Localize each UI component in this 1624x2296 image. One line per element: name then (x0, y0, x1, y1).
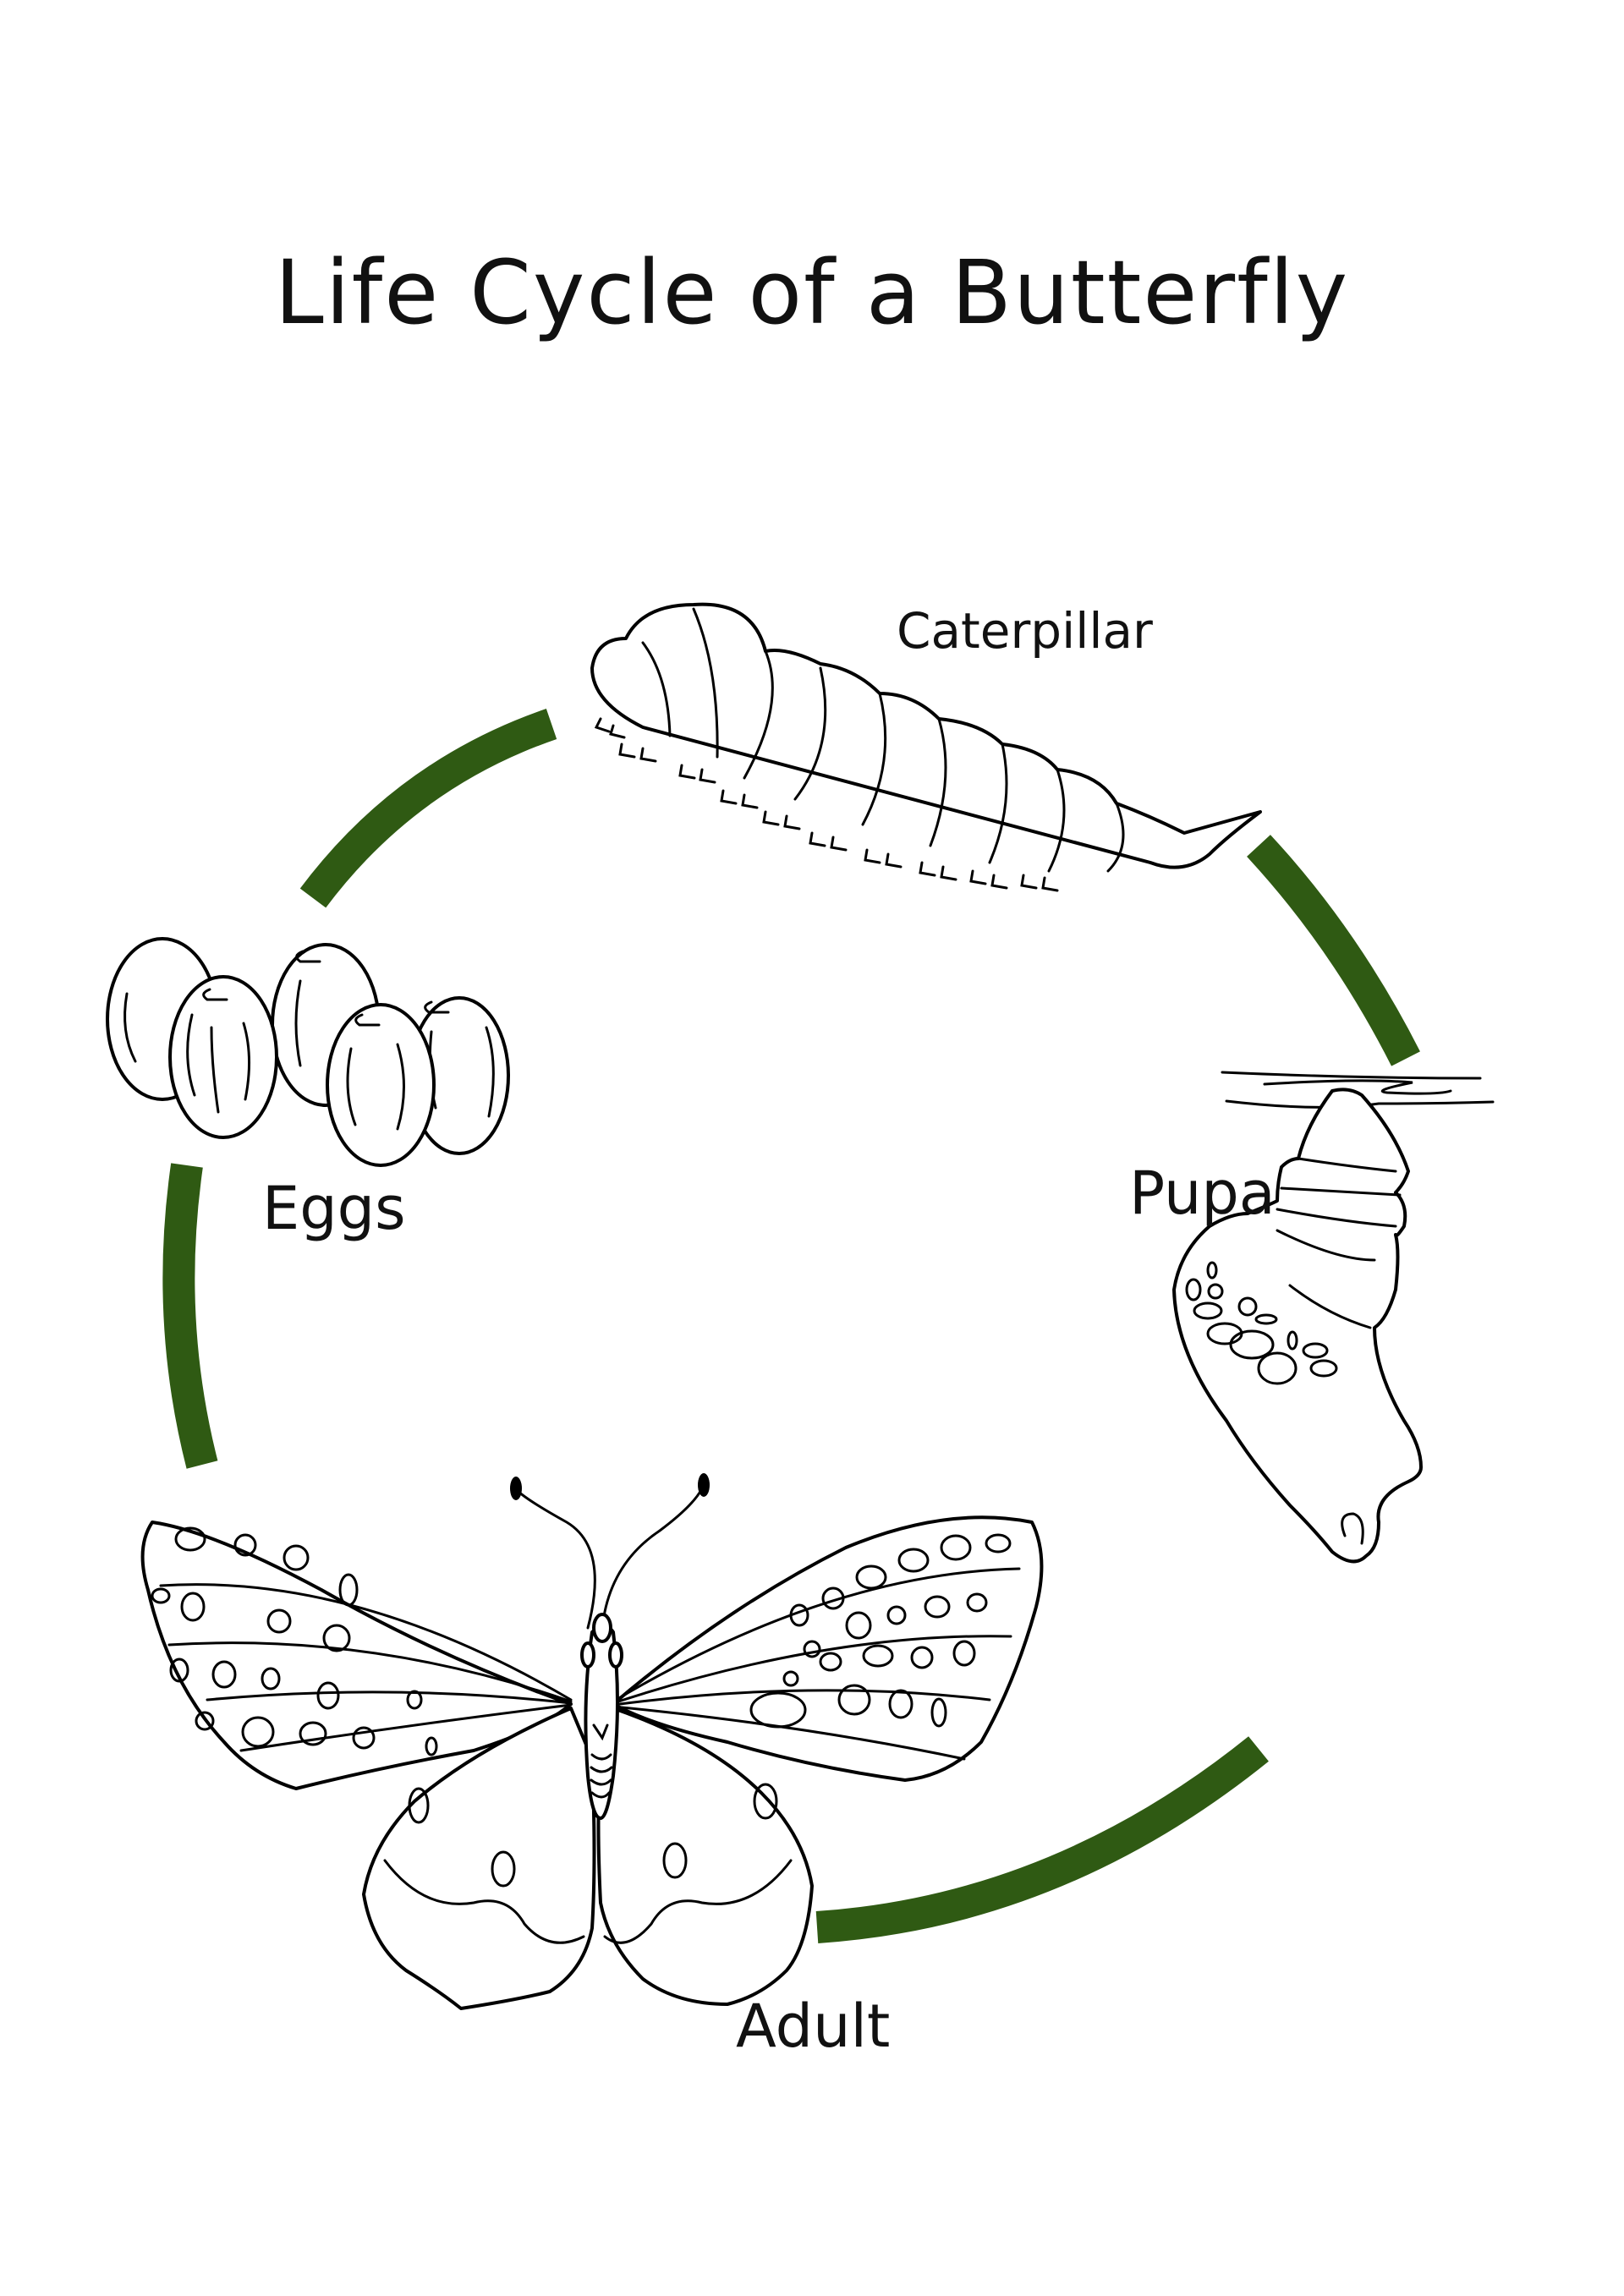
arc-eggs-to-caterpillar (299, 709, 557, 908)
chrysalis-drawing (1172, 1071, 1495, 1564)
chrysalis-spots (1185, 1261, 1338, 1385)
cycle-arcs (162, 709, 1420, 1943)
page-title: Life Cycle of a Butterfly (274, 241, 1350, 344)
eggs-drawing (106, 937, 510, 1167)
arc-caterpillar-to-pupa (1247, 835, 1420, 1066)
caterpillar-legs (594, 717, 1059, 892)
butterfly-spots (151, 1526, 1012, 1888)
caterpillar-drawing (590, 602, 1262, 892)
stage-label-caterpillar: Caterpillar (897, 602, 1153, 660)
butterfly-drawing (140, 1473, 1044, 2010)
arc-adult-to-eggs (162, 1163, 218, 1469)
stage-label-pupa: Pupa (1129, 1159, 1276, 1228)
arc-pupa-to-adult (815, 1736, 1269, 1943)
stage-label-eggs: Eggs (262, 1174, 406, 1243)
stage-label-adult: Adult (736, 1992, 891, 2061)
